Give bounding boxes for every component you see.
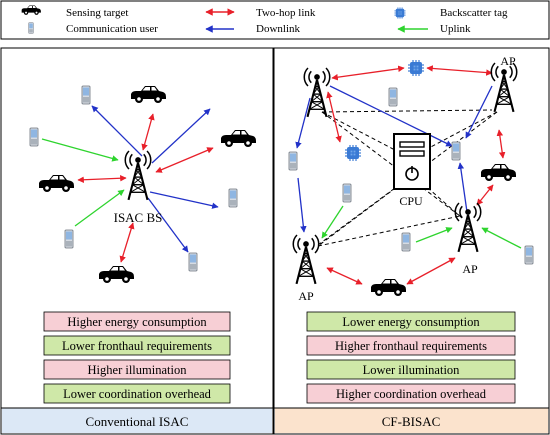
- right-panel: CF-BISAC AP A: [273, 47, 550, 435]
- property-text: Lower energy consumption: [342, 315, 480, 329]
- property-text: Higher illumination: [88, 363, 188, 377]
- phone-icon: [188, 252, 198, 272]
- legend-sensing-target: Sensing target: [66, 7, 128, 19]
- phone-icon: [388, 87, 398, 107]
- right-footer-bg: [275, 408, 548, 433]
- property-text: Lower coordination overhead: [63, 387, 212, 401]
- property-text: Lower illumination: [363, 363, 461, 377]
- ap-label: AP: [462, 262, 478, 276]
- phone-icon: [29, 127, 39, 147]
- left-footer-title: Conventional ISAC: [86, 414, 189, 429]
- right-footer-title: CF-BISAC: [382, 414, 441, 429]
- left-panel: Conventional ISAC ISAC BS Higher energy …: [0, 47, 274, 435]
- property-box: [43, 359, 231, 380]
- isac-bs-label: ISAC BS: [114, 210, 163, 225]
- phone-icon: [28, 22, 34, 34]
- property-box: [306, 335, 516, 356]
- phone-icon: [64, 229, 74, 249]
- phone-icon: [451, 141, 461, 161]
- property-box: [306, 359, 516, 380]
- left-footer-bg: [2, 408, 272, 433]
- property-box: [306, 383, 516, 404]
- property-text: Higher energy consumption: [67, 315, 207, 329]
- legend-communication-user: Communication user: [66, 23, 158, 35]
- property-box: [43, 311, 231, 332]
- ap-label: AP: [298, 289, 314, 303]
- property-box: [43, 335, 231, 356]
- legend-uplink: Uplink: [440, 23, 471, 35]
- legend-two-hop-link: Two-hop link: [256, 7, 316, 19]
- legend-backscatter-tag: Backscatter tag: [440, 7, 508, 19]
- phone-icon: [524, 245, 534, 265]
- ap-label: AP: [500, 54, 516, 68]
- phone-icon: [288, 151, 298, 171]
- property-text: Lower fronthaul requirements: [62, 339, 212, 353]
- legend-downlink: Downlink: [256, 23, 301, 35]
- property-box: [43, 383, 231, 404]
- property-box: [306, 311, 516, 332]
- phone-icon: [401, 232, 411, 252]
- cpu-label: CPU: [399, 194, 423, 208]
- phone-icon: [81, 85, 91, 105]
- legend: Sensing target Communication user Two-ho…: [0, 0, 550, 40]
- phone-icon: [342, 183, 352, 203]
- cpu-server-icon: [393, 133, 431, 190]
- phone-icon: [228, 188, 238, 208]
- property-text: Higher fronthaul requirements: [335, 339, 487, 353]
- property-text: Higher coordination overhead: [336, 387, 487, 401]
